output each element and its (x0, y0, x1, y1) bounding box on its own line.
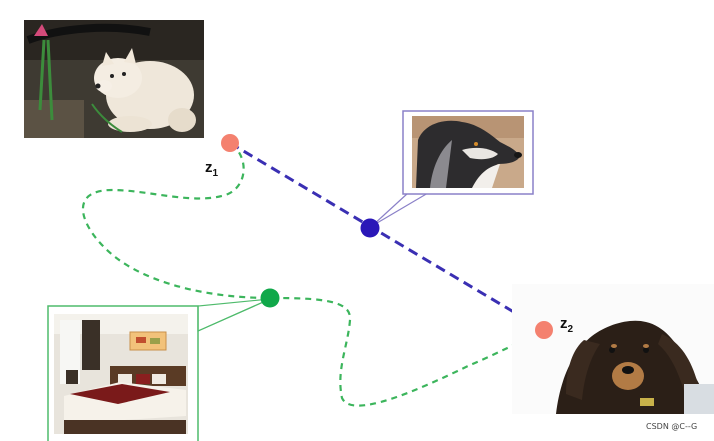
border-collie-callout (372, 111, 533, 227)
curved-path-midpoint (261, 289, 280, 308)
z1-endpoint (221, 134, 239, 152)
bedroom-photo (54, 314, 188, 434)
watermark: CSDN @C--G (646, 422, 697, 431)
border-collie-photo (412, 116, 524, 188)
dachshund-photo (512, 284, 714, 414)
bedroom-callout (48, 299, 270, 441)
z2-endpoint (535, 321, 553, 339)
z1-label: z1 (205, 159, 219, 179)
white-dog-photo (24, 20, 204, 138)
straight-path-midpoint (361, 219, 380, 238)
